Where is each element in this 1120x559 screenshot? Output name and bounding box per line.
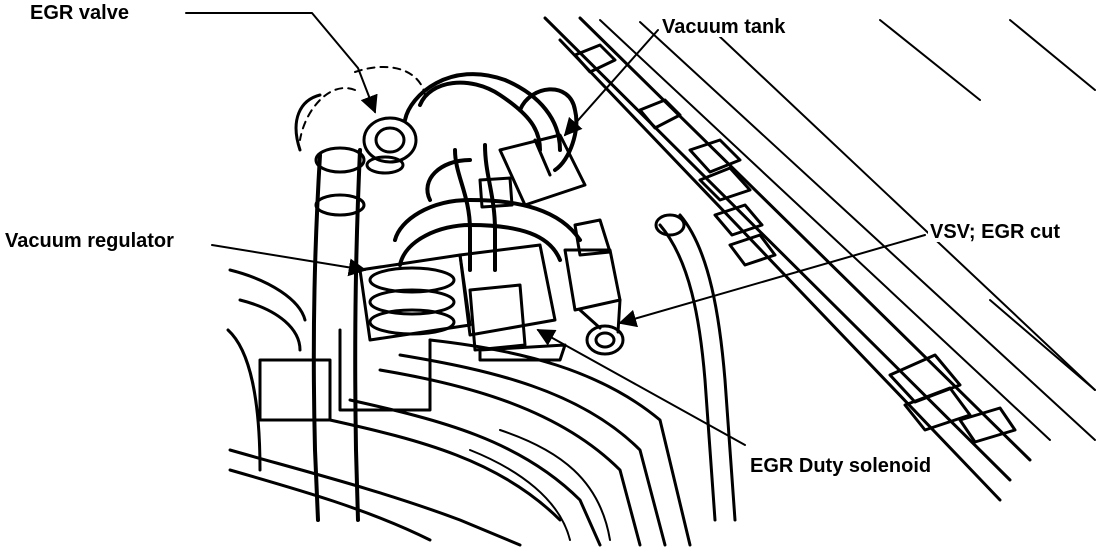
left-pipes xyxy=(226,65,426,522)
lower-hoses xyxy=(228,328,692,547)
egr-valve-fitting xyxy=(362,116,418,175)
label-egr-valve: EGR valve xyxy=(28,2,131,24)
leader-egr-valve xyxy=(185,12,378,114)
intake-manifold-rails xyxy=(543,16,1096,502)
rail-clips xyxy=(573,43,1017,444)
leader-vsv-egr-cut xyxy=(618,234,926,328)
central-components xyxy=(358,72,625,362)
label-vacuum-tank: Vacuum tank xyxy=(660,16,788,38)
label-vsv-egr-cut: VSV; EGR cut xyxy=(928,221,1063,243)
label-egr-duty-solenoid: EGR Duty solenoid xyxy=(748,455,934,477)
leader-lines xyxy=(185,12,926,446)
leader-egr-duty-solenoid xyxy=(536,329,746,446)
leader-vacuum-tank xyxy=(563,29,659,137)
right-hose xyxy=(654,213,737,522)
label-vacuum-regulator: Vacuum regulator xyxy=(3,230,176,252)
leader-vacuum-regulator xyxy=(211,244,367,277)
